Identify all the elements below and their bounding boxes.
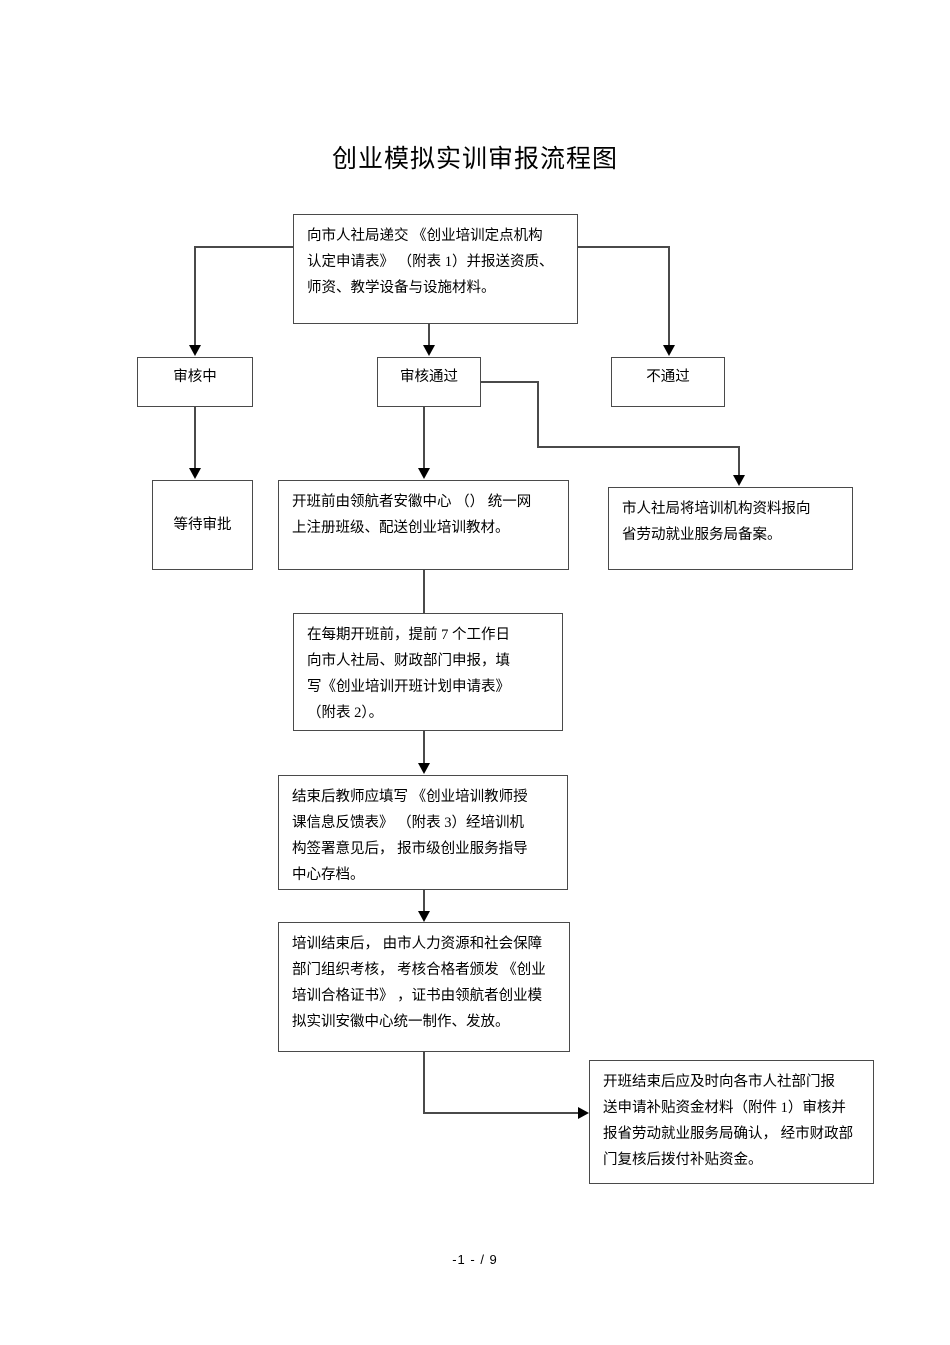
node-under-review: 审核中	[137, 357, 253, 407]
edge-review-passed-to-filing-h2	[537, 446, 740, 448]
edge-assessment-to-subsidy-horizontal	[423, 1112, 580, 1114]
node-register-class-label: 开班前由领航者安徽中心 （） 统一网 上注册班级、配送创业培训教材。	[292, 494, 532, 536]
node-review-failed: 不通过	[611, 357, 725, 407]
edge-review-passed-to-filing-h1	[481, 381, 539, 383]
node-class-plan-label: 在每期开班前，提前 7 个工作日 向市人社局、财政部门申报，填 写《创业培训开班…	[307, 627, 510, 721]
edge-submit-to-review-passed-vertical	[428, 324, 430, 346]
node-submit-application: 向市人社局递交 《创业培训定点机构 认定申请表》 （附表 1）并报送资质、 师资…	[293, 214, 578, 324]
node-record-filing-label: 市人社局将培训机构资料报向 省劳动就业服务局备案。	[622, 501, 811, 543]
node-submit-application-label: 向市人社局递交 《创业培训定点机构 认定申请表》 （附表 1）并报送资质、 师资…	[307, 228, 554, 296]
node-await-approval: 等待审批	[152, 480, 253, 570]
edge-class-plan-to-feedback-vertical	[423, 731, 425, 764]
node-assessment-certificate: 培训结束后， 由市人力资源和社会保障 部门组织考核， 考核合格者颁发 《创业 培…	[278, 922, 570, 1052]
edge-submit-to-review-failed-horizontal	[578, 246, 670, 248]
edge-register-to-class-plan-vertical	[423, 570, 425, 613]
edge-feedback-to-assessment-arrow	[418, 911, 430, 922]
edge-review-passed-to-filing-arrow	[733, 475, 745, 486]
edge-under-review-to-await-arrow	[189, 468, 201, 479]
edge-review-passed-to-register-arrow	[418, 468, 430, 479]
edge-assessment-to-subsidy-arrow	[578, 1107, 589, 1119]
node-subsidy-application-label: 开班结束后应及时向各市人社部门报 送申请补贴资金材料（附件 1）审核并 报省劳动…	[603, 1074, 854, 1168]
node-teacher-feedback-label: 结束后教师应填写 《创业培训教师授 课信息反馈表》 （附表 3）经培训机 构签署…	[292, 789, 528, 883]
node-class-plan: 在每期开班前，提前 7 个工作日 向市人社局、财政部门申报，填 写《创业培训开班…	[293, 613, 563, 731]
node-review-passed-label: 审核通过	[400, 369, 458, 385]
edge-submit-to-under-review-vertical	[194, 246, 196, 346]
edge-under-review-to-await-vertical	[194, 407, 196, 469]
edge-feedback-to-assessment-vertical	[423, 890, 425, 912]
node-subsidy-application: 开班结束后应及时向各市人社部门报 送申请补贴资金材料（附件 1）审核并 报省劳动…	[589, 1060, 874, 1184]
node-under-review-label: 审核中	[173, 369, 217, 385]
edge-class-plan-to-feedback-arrow	[418, 763, 430, 774]
node-await-approval-label: 等待审批	[173, 517, 232, 533]
edge-submit-to-under-review-arrow	[189, 345, 201, 356]
edge-review-passed-to-filing-v1	[537, 381, 539, 448]
node-assessment-certificate-label: 培训结束后， 由市人力资源和社会保障 部门组织考核， 考核合格者颁发 《创业 培…	[292, 936, 546, 1030]
edge-review-passed-to-filing-v2	[738, 446, 740, 477]
node-record-filing: 市人社局将培训机构资料报向 省劳动就业服务局备案。	[608, 487, 853, 570]
edge-submit-to-under-review-horizontal	[194, 246, 294, 248]
edge-submit-to-review-failed-vertical	[668, 246, 670, 346]
edge-review-passed-to-register-vertical	[423, 407, 425, 469]
edge-assessment-to-subsidy-vertical	[423, 1052, 425, 1114]
node-review-passed: 审核通过	[377, 357, 481, 407]
page-footer: -1 - / 9	[452, 1252, 498, 1267]
node-teacher-feedback: 结束后教师应填写 《创业培训教师授 课信息反馈表》 （附表 3）经培训机 构签署…	[278, 775, 568, 890]
edge-submit-to-review-failed-arrow	[663, 345, 675, 356]
node-register-class: 开班前由领航者安徽中心 （） 统一网 上注册班级、配送创业培训教材。	[278, 480, 569, 570]
page-title: 创业模拟实训审报流程图	[331, 145, 618, 173]
edge-submit-to-review-passed-arrow	[423, 345, 435, 356]
node-review-failed-label: 不通过	[646, 369, 690, 385]
